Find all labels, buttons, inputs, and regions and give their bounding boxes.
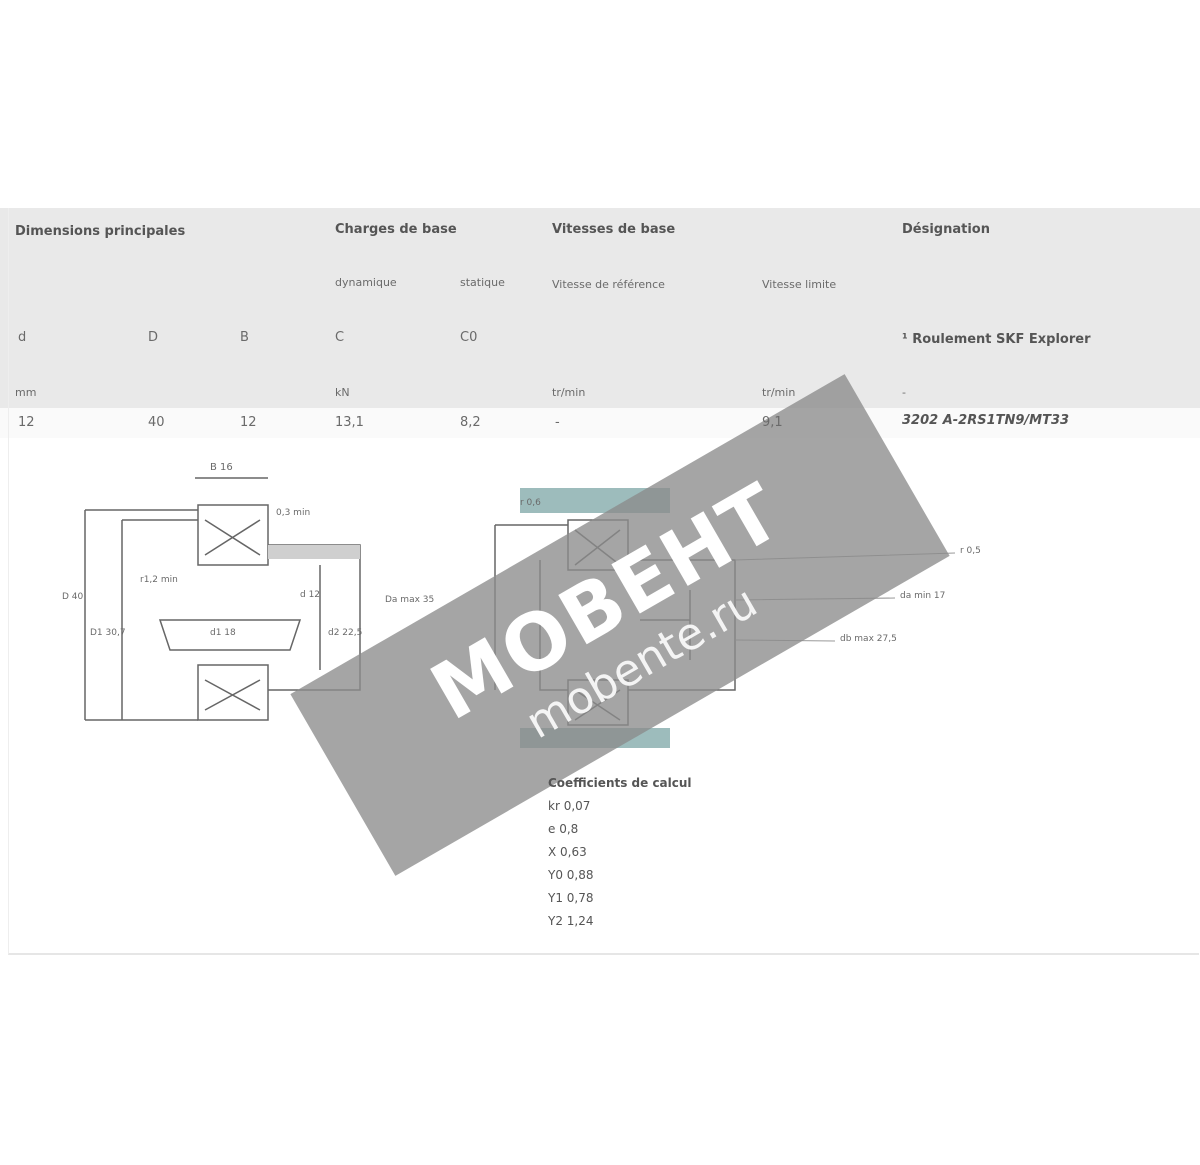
product-table-frame	[8, 208, 1199, 955]
dim-r-housing: r 0,6	[520, 498, 541, 508]
header-vitesses: Vitesses de base	[552, 222, 676, 237]
dim-d2: d2 22,5	[328, 628, 363, 638]
legend-item: Y1 0,78	[548, 891, 594, 905]
shaft-shoulder	[268, 545, 360, 559]
dim-Da: Da max 35	[385, 595, 435, 605]
header-designation: Désignation	[902, 222, 990, 237]
outer-ring-bottom	[197, 664, 269, 721]
dim-D1: D1 30,7	[90, 628, 126, 638]
legend-item: kr 0,07	[548, 799, 591, 813]
unit-kn: kN	[335, 386, 350, 399]
legend-item: Y0 0,88	[548, 868, 594, 882]
cell-vitesse-lim: 9,1	[762, 415, 783, 430]
calculation-factors: Coefficients de calcul kr 0,07 e 0,8 X 0…	[548, 772, 692, 933]
designation-note: ¹ Roulement SKF Explorer	[902, 332, 1091, 347]
symbol-C: C	[335, 330, 345, 345]
dim-d1: d1 18	[210, 628, 236, 638]
legend-item: Y2 1,24	[548, 914, 594, 928]
dim-D: D 40	[62, 592, 84, 602]
header-dimensions: Dimensions principales	[15, 224, 186, 239]
subheader-dynamique: dynamique	[335, 276, 397, 289]
cell-vitesse-ref: -	[555, 415, 560, 430]
table-row	[0, 408, 1200, 438]
cell-designation[interactable]: 3202 A-2RS1TN9/MT33	[902, 413, 1070, 428]
symbol-B: B	[240, 330, 249, 345]
dim-B: B 16	[210, 462, 233, 473]
cell-d: 12	[18, 415, 35, 430]
cell-C: 13,1	[335, 415, 364, 430]
subheader-vitesse-lim: Vitesse limite	[762, 278, 837, 291]
dim-da: da min 17	[900, 591, 946, 601]
symbol-C0: C0	[460, 330, 478, 345]
dim-r1: r1,2 min	[140, 575, 178, 585]
legend-title: Coefficients de calcul	[548, 776, 692, 790]
unit-speed-lim: tr/min	[762, 386, 796, 399]
dim-r-min: 0,3 min	[276, 508, 311, 518]
dim-db: db max 27,5	[840, 634, 897, 644]
legend-item: X 0,63	[548, 845, 587, 859]
table-header	[0, 208, 1200, 408]
legend-item: e 0,8	[548, 822, 579, 836]
subheader-vitesse-ref: Vitesse de référence	[552, 278, 665, 291]
unit-designation: -	[902, 386, 906, 399]
subheader-statique: statique	[460, 276, 505, 289]
cell-C0: 8,2	[460, 415, 481, 430]
dim-d: d 12	[300, 590, 321, 600]
symbol-d: d	[18, 330, 27, 345]
cell-D: 40	[148, 415, 165, 430]
header-charges: Charges de base	[335, 222, 457, 237]
unit-speed-ref: tr/min	[552, 386, 586, 399]
symbol-D: D	[148, 330, 159, 345]
unit-mm: mm	[15, 386, 37, 399]
outer-ring-top	[197, 504, 269, 566]
dim-r: r 0,5	[960, 546, 981, 556]
cell-B: 12	[240, 415, 257, 430]
